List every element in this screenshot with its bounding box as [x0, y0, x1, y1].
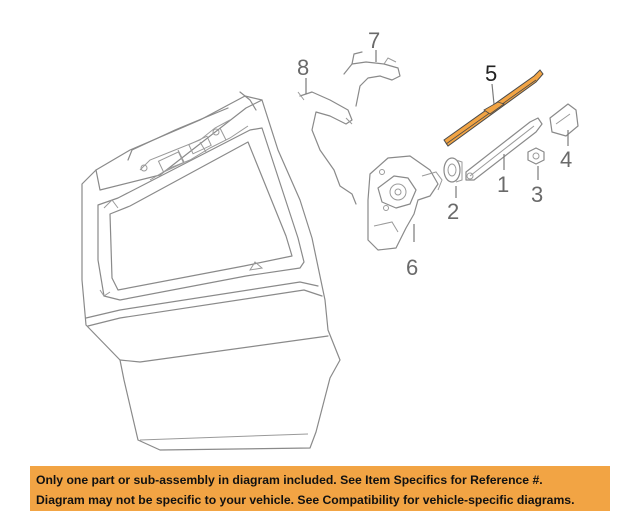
- callout-6: 6: [406, 255, 418, 280]
- callout-3: 3: [531, 182, 543, 207]
- wiper-blade-drawing: [443, 69, 544, 147]
- grommet-drawing: [443, 157, 463, 198]
- callout-8: 8: [297, 55, 309, 80]
- disclaimer-line-2: Diagram may not be specific to your vehi…: [36, 493, 575, 507]
- nut-drawing: [527, 147, 545, 180]
- disclaimer-line-1: Only one part or sub-assembly in diagram…: [36, 473, 543, 487]
- callout-4: 4: [560, 147, 572, 172]
- callout-5: 5: [485, 61, 497, 86]
- callout-1: 1: [497, 172, 509, 197]
- leader-line-5: [491, 83, 495, 105]
- wiper-motor-drawing: [367, 155, 443, 251]
- arm-cap-drawing: [549, 103, 579, 146]
- disclaimer-banner: Only one part or sub-assembly in diagram…: [30, 466, 610, 511]
- washer-nozzle-drawing: [343, 50, 401, 107]
- liftgate-drawing: [81, 91, 341, 451]
- wiper-arm-drawing: [465, 117, 543, 181]
- washer-hose-drawing: [297, 78, 357, 205]
- callout-7: 7: [368, 28, 380, 53]
- callout-2: 2: [447, 199, 459, 224]
